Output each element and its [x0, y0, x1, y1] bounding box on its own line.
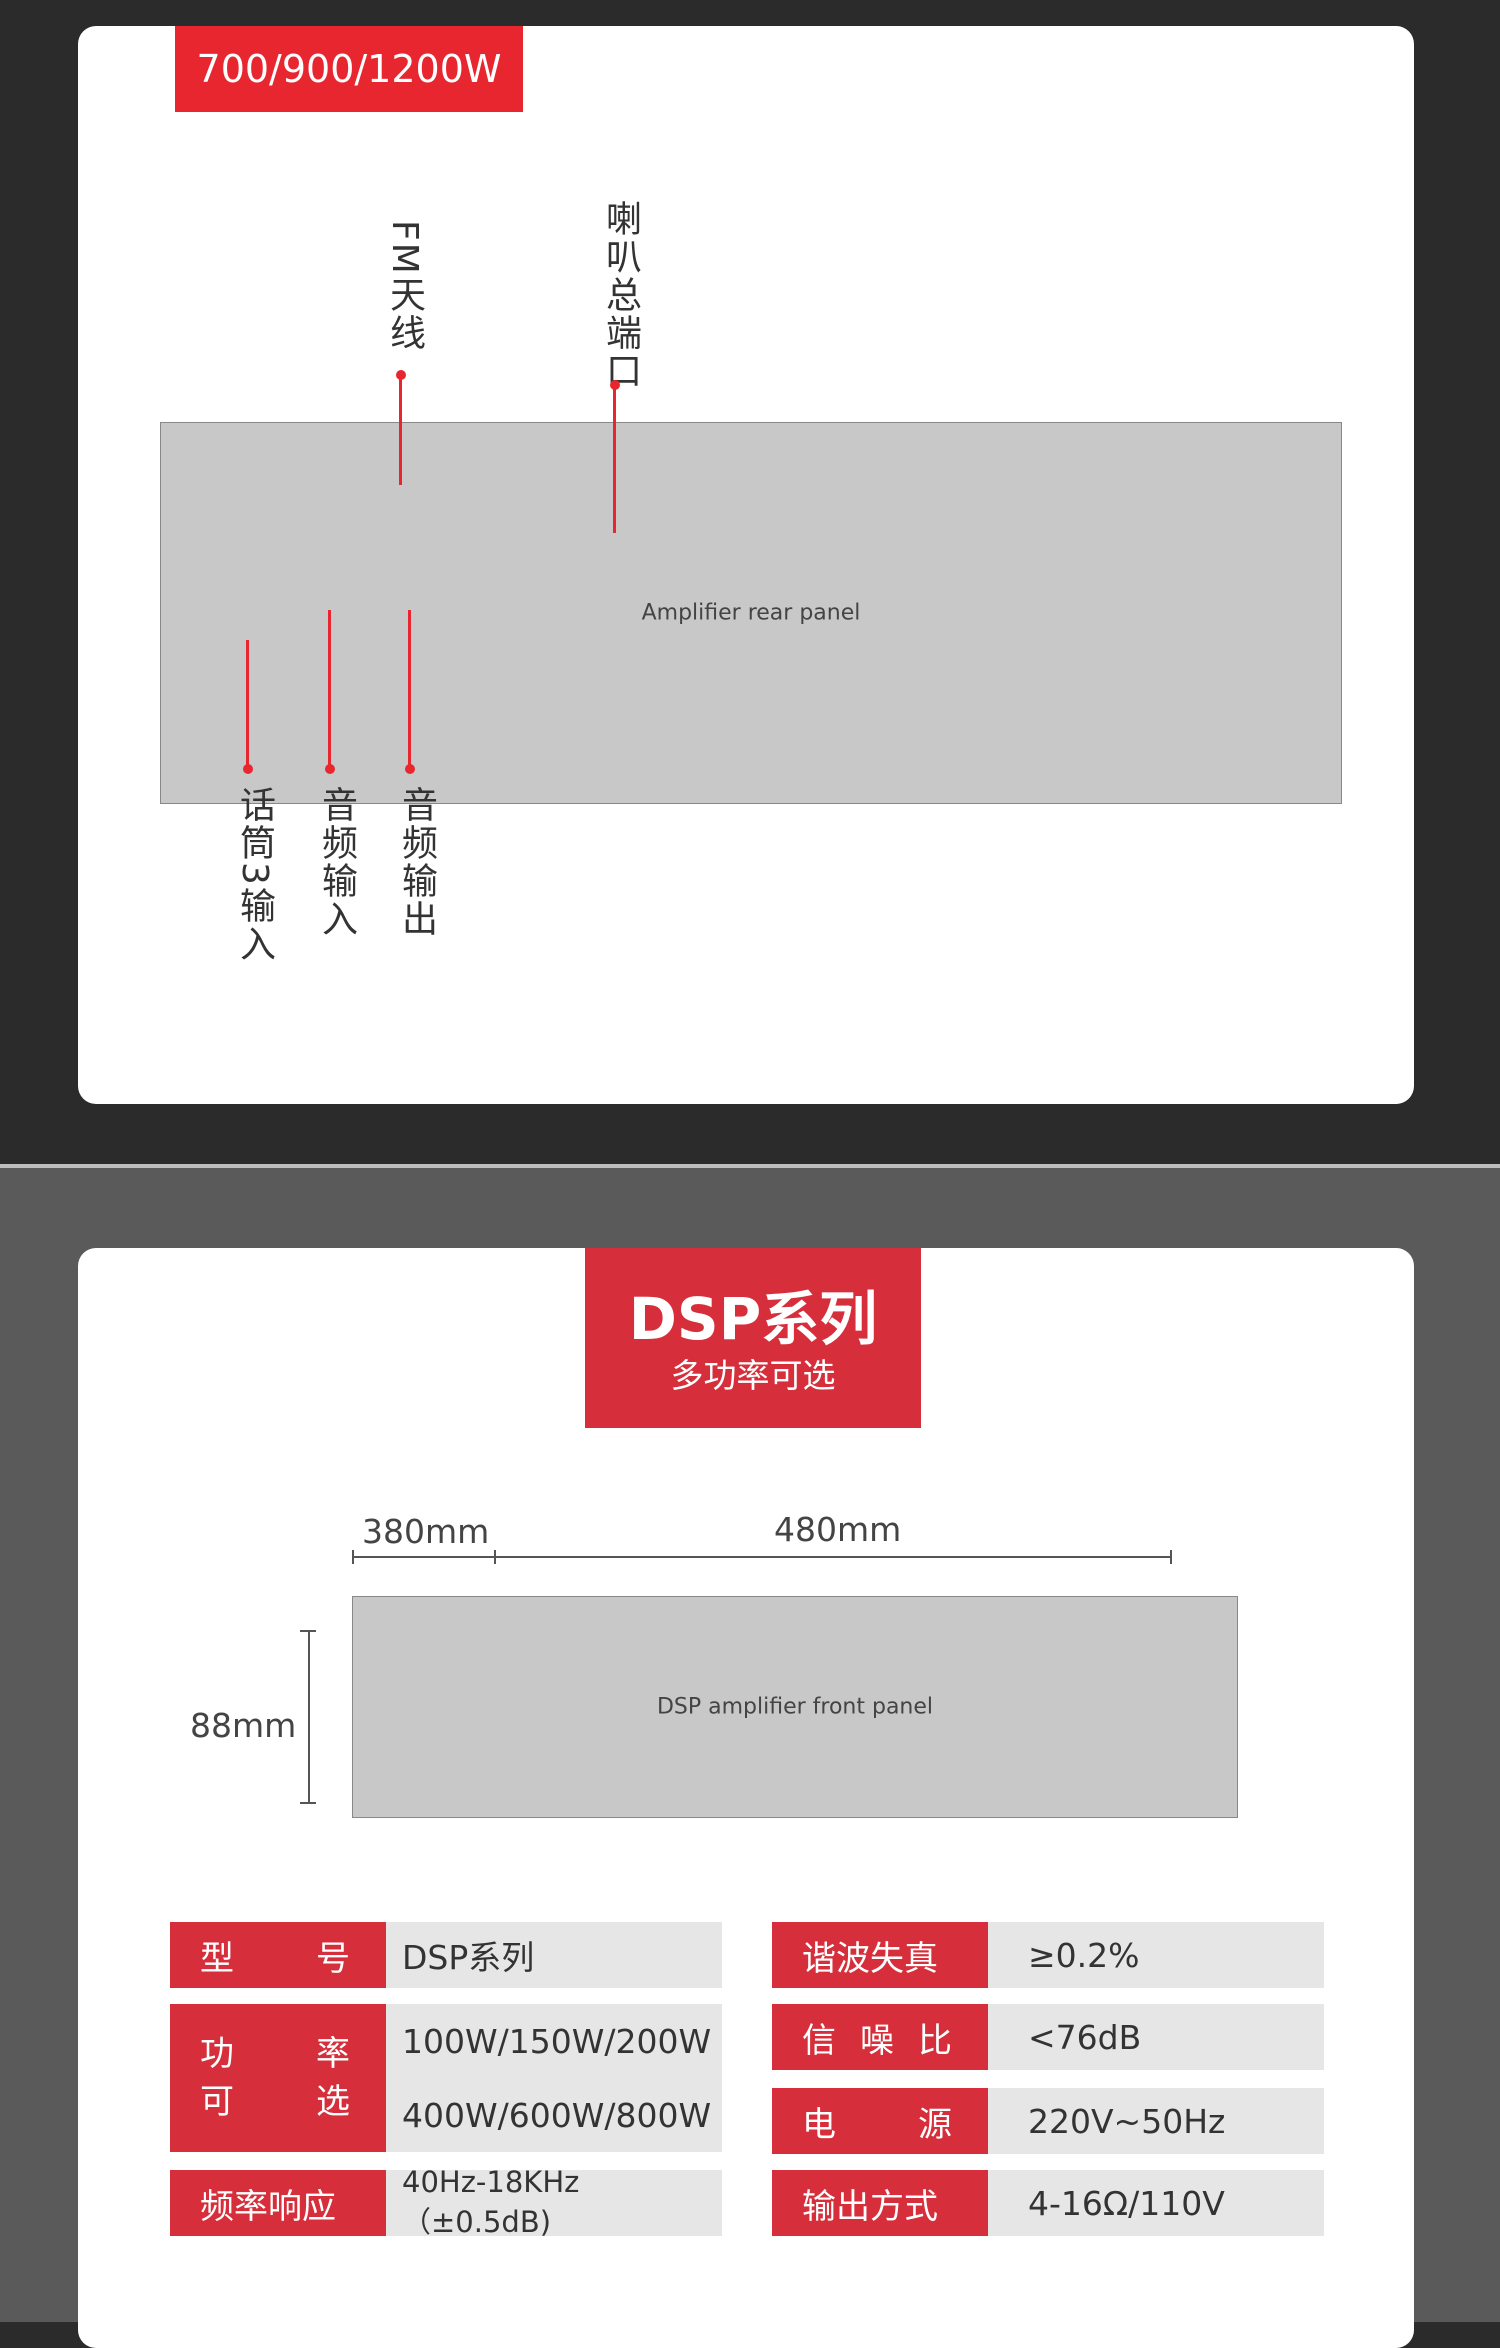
badge-subtitle: 多功率可选 — [670, 1356, 836, 1395]
spec-power-supply-value: 220V~50Hz — [988, 2088, 1324, 2154]
mic3-line — [246, 640, 249, 768]
spec-power-label: 功 率 可 选 — [170, 2004, 386, 2152]
spec-thd-value: ≥0.2% — [988, 1922, 1324, 1988]
spec-freq-label: 频率响应 — [170, 2170, 386, 2236]
mic3-input-label: 话筒3输入 — [234, 786, 275, 963]
spec-snr-label: 信 噪 比 — [772, 2004, 988, 2070]
audio-output-dot — [405, 764, 415, 774]
spec-output-label: 输出方式 — [772, 2170, 988, 2236]
speaker-port-line — [613, 385, 616, 533]
audio-input-label: 音频输入 — [316, 786, 357, 938]
spec-model-value: DSP系列 — [386, 1922, 722, 1988]
width-dimension: 480mm — [774, 1510, 902, 1549]
audio-input-dot — [325, 764, 335, 774]
depth-dimension: 380mm — [362, 1512, 490, 1551]
section-divider — [0, 1164, 1500, 1168]
spec-power-supply-label: 电 源 — [772, 2088, 988, 2154]
power-tag: 700/900/1200W — [175, 26, 523, 112]
speaker-port-label: 喇叭总端口 — [600, 200, 641, 390]
dimension-line — [352, 1556, 1172, 1558]
spec-power-value: 100W/150W/200W 400W/600W/800W — [386, 2004, 722, 2152]
height-tick — [300, 1802, 316, 1804]
spec-thd-label: 谐波失真 — [772, 1922, 988, 1988]
dimension-tick — [1170, 1550, 1172, 1564]
height-tick — [300, 1630, 316, 1632]
fm-antenna-line — [399, 375, 402, 485]
audio-output-line — [408, 610, 411, 768]
spec-model-label: 型 号 — [170, 1922, 386, 1988]
height-line — [308, 1630, 310, 1804]
spec-snr-value: <76dB — [988, 2004, 1324, 2070]
mic3-dot — [243, 764, 253, 774]
front-panel-image: DSP amplifier front panel — [352, 1596, 1238, 1818]
dimension-tick — [494, 1550, 496, 1564]
height-dimension: 88mm — [190, 1706, 297, 1745]
fm-antenna-label: FM天线 — [384, 220, 425, 352]
spec-freq-value: 40Hz-18KHz（±0.5dB) — [386, 2165, 722, 2239]
audio-input-line — [328, 610, 331, 768]
audio-output-label: 音频输出 — [396, 786, 437, 938]
badge-title: DSP系列 — [628, 1285, 878, 1353]
dsp-series-badge: DSP系列 多功率可选 — [585, 1248, 921, 1428]
rear-panel-image: Amplifier rear panel — [160, 422, 1342, 804]
dimension-tick — [352, 1550, 354, 1564]
spec-output-value: 4-16Ω/110V — [988, 2170, 1324, 2236]
